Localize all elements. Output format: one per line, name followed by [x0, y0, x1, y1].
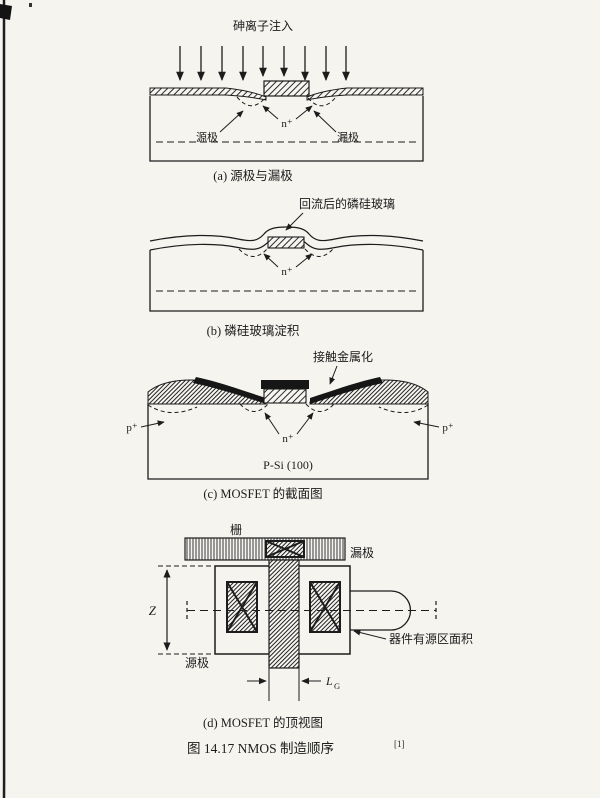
n-plus-arrow-icon — [263, 253, 279, 268]
lg-label-subscript: G — [334, 681, 340, 691]
source-junction-dashed — [239, 403, 269, 412]
source-label: 源极 — [196, 130, 218, 144]
substrate-outline — [147, 403, 429, 480]
panel-b: 回流后的磷硅玻璃 n⁺ (b) 磷硅玻璃淀积 — [149, 196, 424, 338]
substrate-label: P-Si (100) — [263, 458, 313, 472]
panel-a: 砷离子注入 n⁺ 源极 漏极 (a) 源极与漏极 — [149, 18, 424, 183]
metal-right — [310, 377, 383, 404]
p-plus-left-label: p⁺ — [126, 422, 138, 434]
p-plus-junction-left-dashed — [147, 404, 198, 413]
p-plus-junction-right-dashed — [378, 404, 429, 413]
n-plus-label: n⁺ — [281, 266, 293, 278]
contact-x-icon — [309, 581, 341, 633]
drain-side-contact — [309, 581, 341, 633]
drain-label: 漏极 — [337, 130, 359, 144]
p-plus-right-label: p⁺ — [442, 422, 454, 434]
n-plus-arrow-icon — [262, 105, 279, 120]
gate-stack — [267, 236, 305, 249]
n-plus-label: n⁺ — [282, 433, 294, 445]
metal-arrow-icon — [329, 365, 338, 385]
panel-c: 接触金属化 p⁺ p⁺ n⁺ P-Si (100) (c) MOSFET 的截面… — [126, 349, 454, 501]
drain-junction-dashed — [307, 96, 337, 107]
gate-metal-cap — [261, 380, 309, 389]
implant-arrows — [176, 46, 350, 81]
drain-label: 漏极 — [350, 546, 374, 560]
active-area-arrow-icon — [353, 629, 387, 640]
scan-speck — [29, 3, 32, 7]
source-junction-dashed — [236, 96, 266, 107]
scan-corner-mark — [0, 4, 12, 20]
panel-d: 栅 漏极 Z 源极 器件有源区面积 — [149, 522, 473, 730]
panel-c-caption: (c) MOSFET 的截面图 — [203, 486, 322, 501]
gate-stack — [263, 388, 307, 404]
n-plus-label: n⁺ — [281, 118, 293, 130]
gate-label: 栅 — [230, 522, 242, 537]
substrate-outline — [149, 250, 424, 312]
implant-label: 砷离子注入 — [233, 18, 293, 33]
source-arrow-icon — [219, 110, 244, 133]
active-area-label: 器件有源区面积 — [389, 632, 473, 646]
panel-d-caption: (d) MOSFET 的顶视图 — [203, 715, 323, 730]
n-plus-arrow-icon — [295, 253, 313, 268]
z-label: Z — [149, 603, 157, 618]
source-contact — [226, 581, 258, 633]
p-plus-right-arrow-icon — [413, 420, 440, 428]
p-plus-left-arrow-icon — [140, 420, 165, 428]
source-label: 源极 — [185, 656, 209, 670]
gate-stripe — [268, 559, 300, 669]
field-oxide-right — [306, 87, 424, 101]
n-plus-arrow-icon — [296, 412, 314, 435]
metal-left — [193, 377, 266, 404]
field-oxide-left — [149, 87, 267, 101]
psg-layer-outer — [149, 226, 424, 242]
drain-junction-dashed — [304, 248, 334, 257]
n-plus-arrow-icon — [295, 105, 313, 120]
drain-junction-dashed — [305, 403, 335, 412]
figure-caption-text: 图 14.17 NMOS 制造顺序 — [187, 741, 334, 756]
contact-x-icon — [226, 581, 258, 633]
figure-caption: 图 14.17 NMOS 制造顺序 [1] — [187, 739, 405, 756]
metal-label: 接触金属化 — [313, 349, 373, 364]
drain-contact — [265, 540, 305, 558]
psg-label: 回流后的磷硅玻璃 — [299, 196, 395, 211]
scan-edge-line — [2, 0, 6, 798]
substrate-outline — [149, 96, 424, 162]
source-junction-dashed — [238, 248, 268, 257]
panel-b-caption: (b) 磷硅玻璃淀积 — [207, 323, 300, 338]
lg-label: L — [325, 674, 333, 688]
gate-stack — [263, 80, 310, 97]
contact-x-icon — [265, 540, 305, 558]
panel-a-caption: (a) 源极与漏极 — [213, 168, 293, 183]
n-plus-arrow-icon — [264, 412, 280, 435]
figure-caption-reference: [1] — [394, 739, 405, 749]
drain-arrow-icon — [313, 110, 337, 133]
